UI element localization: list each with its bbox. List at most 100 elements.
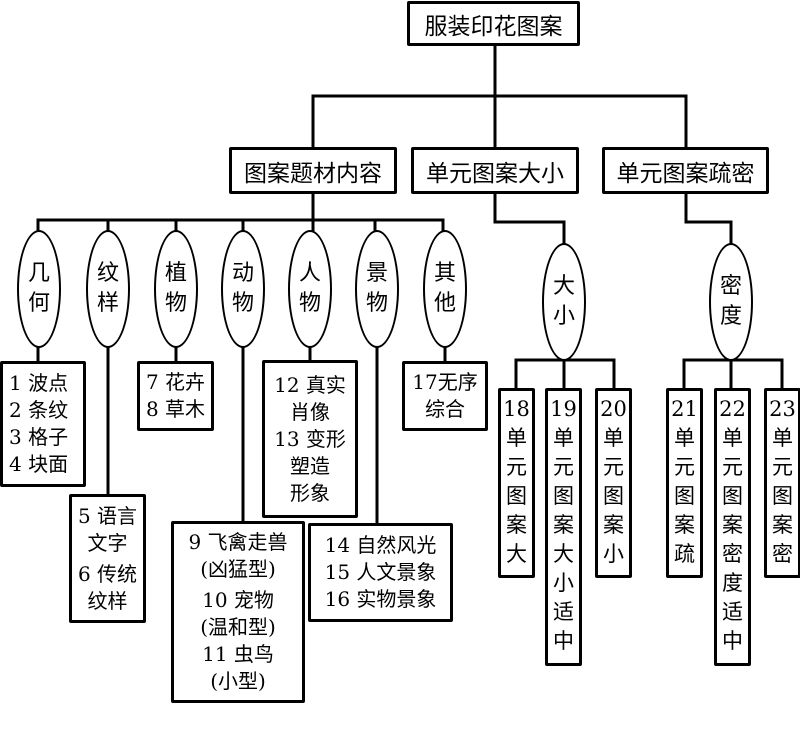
leaf-item: 10 宠物 [202,588,274,612]
category-geometry: 几何 [17,230,61,348]
category-label: 景物 [366,261,389,316]
leaf-char: 中 [553,629,574,653]
leaf-item: 17无序 [412,370,478,394]
group-label: 图案题材内容 [244,160,382,187]
leaf-char: 适 [553,600,574,624]
category-figure: 人物 [288,230,332,348]
category-label: 人物 [299,261,322,316]
leaf-char: 图 [674,484,695,508]
leaf-number: 20 [600,397,627,421]
leaf-char: 图 [772,484,793,508]
category-animal: 动物 [221,230,265,348]
group-subject-content: 图案题材内容 [229,147,397,194]
leaf-item: 14 自然风光 [324,533,437,557]
leaf-char: 案 [674,513,695,537]
leaf-char: 案 [722,513,743,537]
leaf-char: 单 [674,426,695,450]
category-label: 其他 [434,261,457,316]
group-unit-size: 单元图案大小 [411,147,579,194]
leaf-size-large: 18 单元图案大 [498,388,535,578]
leaf-text: 单元图案大 [506,424,527,569]
leaf-number: 21 [671,397,698,421]
leaf-item: (温和型) [200,615,276,639]
leaf-item: 13 变形 [274,426,346,451]
leaf-item: 3 格子 [9,425,69,449]
category-ornament: 纹样 [86,230,130,348]
leaf-item: 15 人文景象 [324,560,437,584]
category-label: 纹样 [97,261,120,316]
leaf-char: 单 [603,426,624,450]
leaf-char: 案 [772,513,793,537]
leaf-item: 12 真实 [274,372,346,397]
leaf-item: 纹样 [87,588,128,613]
leaf-char: 元 [506,455,527,479]
leaf-char: 度 [722,571,743,595]
leaf-density-sparse: 21 单元图案疏 [666,388,703,578]
category-label: 动物 [232,261,255,316]
leaf-density-medium: 22 单元图案密度适中 [714,388,751,666]
group-label: 单元图案大小 [426,160,564,187]
category-label: 植物 [165,261,188,316]
leaf-text: 单元图案密度适中 [722,424,743,656]
leaf-char: 大 [553,542,574,566]
leaf-number: 19 [550,397,577,421]
group-label: 单元图案疏密 [616,160,755,187]
leaf-char: 元 [674,455,695,479]
leaf-char: 单 [722,426,743,450]
category-label: 大小 [553,274,576,329]
leaf-char: 案 [603,513,624,537]
leaf-item: 综合 [425,397,465,421]
leaf-other-items: 17无序 综合 [402,361,488,431]
leaf-item: (小型) [210,669,266,693]
leaf-text: 单元图案大小适中 [553,424,574,656]
leaf-item: (凶猛型) [200,557,276,581]
leaf-char: 单 [506,426,527,450]
category-size: 大小 [542,243,586,361]
leaf-char: 疏 [674,542,695,566]
leaf-number: 23 [769,397,796,421]
leaf-char: 图 [603,484,624,508]
leaf-item: 5 语言 [77,503,138,528]
leaf-char: 元 [553,455,574,479]
group-unit-density: 单元图案疏密 [602,147,769,194]
leaf-char: 元 [722,455,743,479]
leaf-text: 单元图案疏 [674,424,695,569]
leaf-char: 大 [506,542,527,566]
leaf-animal-items: 9 飞禽走兽 (凶猛型) 10 宠物 (温和型) 11 虫鸟 (小型) [171,521,305,703]
leaf-char: 单 [553,426,574,450]
leaf-item: 6 传统 [77,561,138,586]
leaf-number: 22 [719,397,746,421]
leaf-char: 密 [772,542,793,566]
category-other: 其他 [423,230,467,348]
leaf-item: 9 飞禽走兽 [188,530,288,554]
leaf-text: 单元图案小 [603,424,624,569]
leaf-char: 案 [506,513,527,537]
leaf-item: 16 实物景象 [324,587,437,611]
category-scenery: 景物 [355,230,399,348]
leaf-item: 文字 [87,530,128,555]
leaf-char: 元 [603,455,624,479]
leaf-char: 图 [553,484,574,508]
leaf-char: 小 [553,571,574,595]
leaf-char: 适 [722,600,743,624]
leaf-scenery-items: 14 自然风光 15 人文景象 16 实物景象 [308,523,453,622]
leaf-char: 图 [506,484,527,508]
category-plant: 植物 [154,230,198,348]
leaf-char: 单 [772,426,793,450]
category-label: 密度 [720,274,743,329]
leaf-item: 4 块面 [9,452,69,476]
leaf-geometry-items: 1 波点 2 条纹 3 格子 4 块面 [0,361,86,487]
leaf-density-dense: 23 单元图案密 [764,388,800,578]
leaf-item: 11 虫鸟 [202,642,274,666]
leaf-item: 肖像 [290,399,330,424]
leaf-item: 1 波点 [9,371,69,395]
root-node: 服装印花图案 [407,1,580,46]
leaf-plant-items: 7 花卉 8 草木 [137,361,214,431]
leaf-char: 密 [722,542,743,566]
leaf-char: 图 [722,484,743,508]
leaf-char: 中 [722,629,743,653]
category-density: 密度 [709,243,753,361]
leaf-item: 塑造 [290,453,330,478]
leaf-item: 8 草木 [145,397,206,421]
